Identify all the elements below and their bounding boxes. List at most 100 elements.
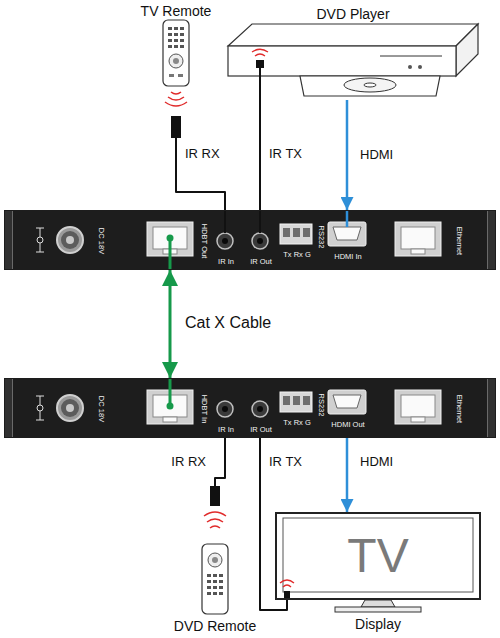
port-label: Ethernet — [455, 227, 464, 255]
label-holder: IR RX — [183, 147, 222, 162]
ir-wave — [204, 512, 226, 516]
label-holder: IR RX — [169, 455, 208, 470]
receiver-panel-art — [4, 378, 496, 438]
cable-label: HDMI — [358, 148, 395, 163]
label-holder: HDMI — [358, 455, 395, 470]
text-holder: RS232 — [317, 226, 326, 249]
port-label: HDBT In — [200, 395, 209, 424]
ir-wave — [210, 526, 220, 528]
label-holder: Cat X Cable — [183, 314, 273, 332]
port-label: Tx Rx G — [283, 251, 311, 260]
player-side — [456, 24, 478, 76]
tv-stand — [361, 600, 395, 607]
port-label: IR Out — [250, 258, 272, 267]
remote-button — [213, 586, 217, 589]
player-button — [418, 65, 422, 69]
remote-button — [213, 592, 217, 595]
text-holder: DVD Remote — [174, 618, 256, 634]
tv-display: TVDisplay — [275, 512, 481, 600]
ir-wire-stub — [224, 210, 226, 233]
label-holder: IR TX — [267, 147, 304, 162]
text-holder: IR In — [218, 258, 234, 267]
port-label: RS232 — [317, 226, 326, 249]
player-tray — [300, 76, 440, 96]
text-holder: HDMI Out — [331, 421, 364, 430]
remote-button — [168, 33, 172, 36]
remote-button — [174, 27, 178, 30]
text-holder: HDMI In — [334, 253, 362, 262]
text-holder: IR Out — [250, 426, 272, 435]
port-label: HDMI Out — [331, 421, 364, 430]
ir-receiver — [171, 116, 181, 138]
ir-wave — [165, 102, 187, 106]
ir-cable — [176, 138, 225, 210]
remote-button — [180, 39, 184, 42]
text-holder: HDBT Out — [200, 224, 209, 258]
remote-button — [169, 74, 174, 77]
remote-dpad — [169, 54, 183, 68]
dvd-remote: DVD Remote — [196, 486, 234, 616]
remote-buttons — [168, 27, 184, 48]
tv-remote-art — [163, 20, 189, 138]
text-holder: Ethernet — [455, 227, 464, 255]
text-holder: Tx Rx G — [283, 251, 311, 260]
port-label: IR Out — [250, 426, 272, 435]
hdmi-cable — [346, 100, 349, 210]
hdmi-cable — [346, 438, 349, 512]
hdmi-wire-stub — [346, 210, 349, 227]
ir-wire-stub — [259, 210, 261, 233]
cat-cable-stub — [169, 378, 172, 406]
text-holder: HDBT In — [200, 395, 209, 424]
cable-label: IR TX — [267, 455, 304, 470]
remote-dpad — [212, 557, 218, 563]
screen-text: TV — [347, 532, 408, 580]
remote-dpad — [208, 553, 222, 567]
remote-body — [202, 544, 228, 614]
remote-button — [219, 592, 223, 595]
player-top — [228, 24, 478, 46]
text-holder: TV — [347, 532, 408, 580]
device-label: DVD Remote — [174, 618, 256, 634]
transmitter-panel: DC 18V HDBT Out IR In IR Out Tx Rx G RS232HDM… — [4, 210, 496, 270]
text-holder: DC 18V — [97, 228, 106, 254]
ir-waves — [252, 49, 268, 56]
port-label: Ethernet — [455, 395, 464, 423]
remote-button — [213, 574, 217, 577]
cable-label: Cat X Cable — [183, 314, 273, 332]
port-label: HDBT Out — [200, 224, 209, 258]
ir-waves — [204, 512, 226, 528]
remote-button — [168, 27, 172, 30]
cable-label: IR RX — [183, 147, 222, 162]
ir-wire-stub — [259, 68, 261, 100]
remote-button — [207, 574, 211, 577]
port-label: IR In — [218, 258, 234, 267]
ir-receiver — [210, 486, 220, 506]
ir-emitter — [256, 60, 264, 68]
player-front — [228, 46, 456, 76]
ir-wave — [171, 92, 181, 94]
dvd-player-art — [228, 24, 478, 96]
cat-cable-stub — [169, 238, 172, 270]
ir-wave — [168, 97, 184, 100]
remote-button — [207, 592, 211, 595]
disc — [364, 83, 376, 87]
dvd-remote-art — [202, 486, 228, 614]
player-slot — [380, 56, 442, 57]
cable-label: IR TX — [267, 147, 304, 162]
ir-waves — [280, 580, 294, 587]
remote-button — [178, 74, 183, 77]
ir-wave — [280, 580, 294, 583]
remote-button — [168, 39, 172, 42]
remote-button — [180, 45, 184, 48]
receiver-panel: DC 18VHDBT InIR InIR OutTx Rx GRS232HDMI… — [4, 378, 496, 438]
remote-button — [180, 27, 184, 30]
ir-wave — [207, 519, 223, 522]
cat-cable — [169, 270, 172, 378]
label-holder: HDMI — [358, 148, 395, 163]
text-holder: IR In — [218, 426, 234, 435]
disc — [344, 78, 396, 92]
remote-button — [174, 45, 178, 48]
ir-cable — [215, 438, 225, 486]
device-label: TV Remote — [141, 3, 212, 19]
